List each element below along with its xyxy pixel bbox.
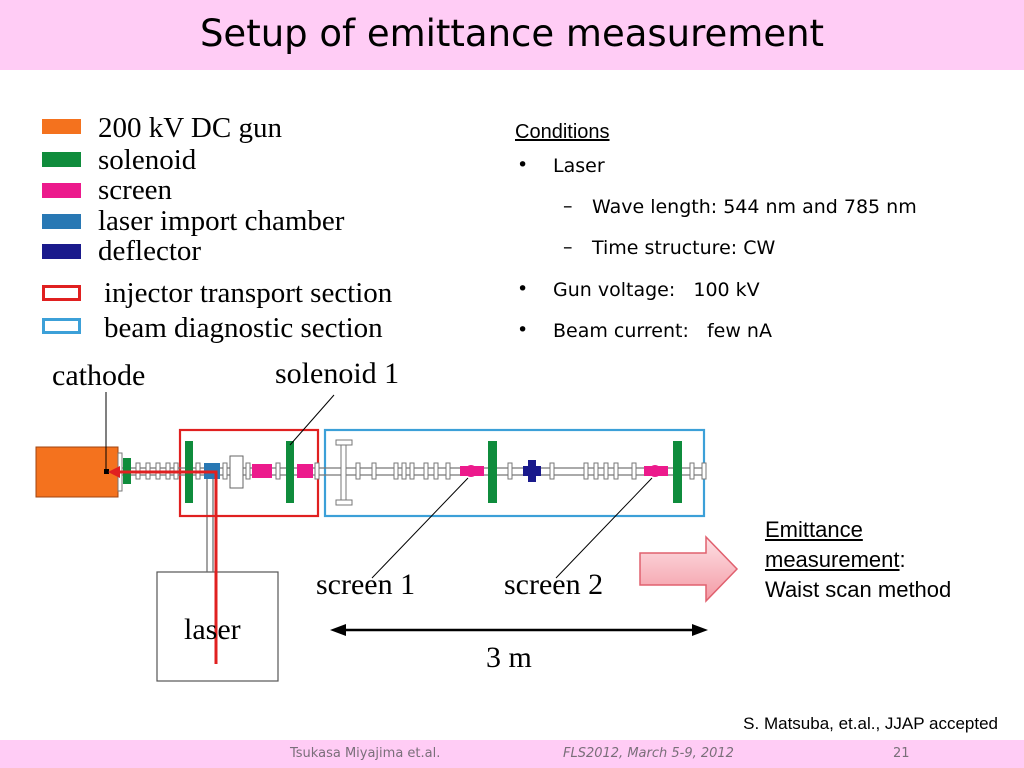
title-bar	[0, 0, 1024, 70]
laser-beam	[116, 470, 218, 664]
screen1-label: screen 1	[316, 568, 416, 601]
emittance-line3: Waist scan method	[765, 577, 952, 602]
emittance-measurement-word: measurement	[765, 547, 900, 572]
screen-b	[297, 464, 313, 478]
pipe-flanges	[135, 462, 707, 480]
emittance-note: Emittance measurement: Waist scan method	[765, 515, 951, 605]
legend-label: beam diagnostic section	[104, 312, 383, 344]
solenoid-swatch	[42, 152, 81, 167]
screen-a	[252, 464, 272, 478]
beam-diagnostic-swatch	[42, 318, 81, 334]
distance-label: 3 m	[486, 641, 532, 674]
screen1-leader	[371, 477, 469, 579]
beamline-diagram	[35, 392, 739, 682]
block-arrow	[639, 535, 739, 603]
emittance-line1: Emittance	[765, 517, 863, 542]
deflector-swatch	[42, 244, 81, 259]
time-structure-condition: Time structure: CW	[592, 237, 776, 259]
dash-glyph: –	[563, 195, 573, 217]
laser-beam-arrowhead	[108, 466, 120, 478]
conditions-heading: Conditions	[515, 121, 610, 143]
laser-label: laser	[184, 613, 241, 646]
solenoid-1	[286, 441, 294, 503]
legend-label: screen	[98, 174, 173, 206]
solenoid-2	[488, 441, 497, 503]
slide-title: Setup of emittance measurement	[199, 12, 825, 55]
legend-label: 200 kV DC gun	[98, 112, 282, 144]
legend-label: solenoid	[98, 144, 197, 176]
legend-label: laser import chamber	[98, 205, 345, 237]
bullet-glyph: •	[517, 278, 529, 300]
solenoid1-leader	[289, 394, 335, 446]
beam-current-condition: Beam current: few nA	[553, 320, 772, 342]
cathode-label: cathode	[52, 359, 146, 392]
screen-swatch	[42, 183, 81, 198]
gun-voltage-condition: Gun voltage: 100 kV	[553, 279, 760, 301]
dc-gun-swatch	[42, 119, 81, 134]
solenoid1-label: solenoid 1	[275, 357, 400, 390]
legend-label: deflector	[98, 235, 202, 267]
dash-glyph: –	[563, 236, 573, 258]
screen2-leader	[555, 477, 653, 579]
citation: S. Matsuba, et.al., JJAP accepted	[743, 714, 998, 733]
bullet-glyph: •	[517, 154, 529, 176]
screen2-label: screen 2	[504, 568, 604, 601]
bullet-glyph: •	[517, 319, 529, 341]
footer-bar	[0, 740, 1024, 768]
footer-author: Tsukasa Miyajima et.al.	[290, 746, 441, 761]
emittance-colon: :	[899, 547, 906, 572]
cathode-point	[104, 469, 109, 474]
wavelength-condition: Wave length: 544 nm and 785 nm	[592, 196, 917, 218]
footer-conference: FLS2012, March 5-9, 2012	[563, 746, 734, 761]
emittance-line2: measurement:	[765, 545, 951, 575]
injector-transport-swatch	[42, 285, 81, 301]
solenoid-3	[673, 441, 682, 503]
legend-label: injector transport section	[104, 277, 393, 309]
laser-condition: Laser	[553, 155, 605, 177]
page-number: 21	[893, 746, 910, 761]
laser-import-chamber-swatch	[42, 214, 81, 229]
